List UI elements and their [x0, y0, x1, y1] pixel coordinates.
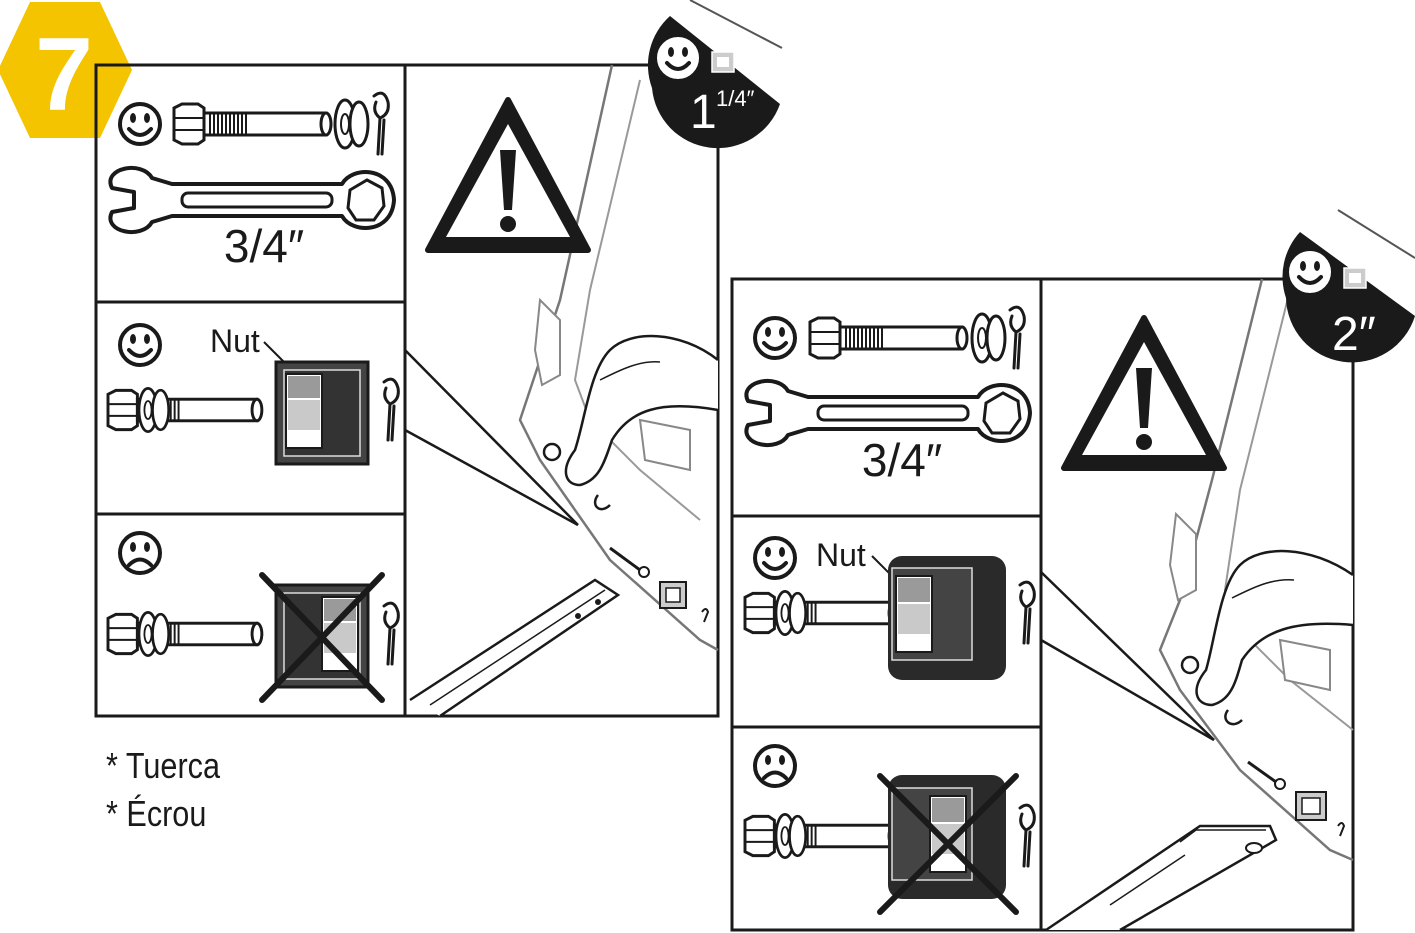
pin-clip-icon: [1008, 305, 1026, 370]
vehicle-installation-scene: [1040, 278, 1354, 932]
happy-face-icon: [753, 536, 797, 580]
size-prefix: 1: [690, 86, 717, 139]
nut-label: Nut: [210, 323, 260, 359]
happy-face-icon: [1288, 250, 1332, 294]
translation-tuerca: * Tuerca: [106, 745, 220, 786]
cross-out-icon: [877, 773, 1019, 915]
sad-face-icon: [118, 531, 162, 575]
washer-icon: [333, 98, 370, 150]
translation-ecrou: * Écrou: [106, 793, 207, 834]
bolt-icon: [172, 102, 333, 146]
pin-clip-icon: [372, 91, 390, 156]
bolt-with-washers-icon: [106, 612, 264, 656]
cross-out-icon: [259, 572, 385, 703]
hitch-receiver-nut-correct: [274, 360, 370, 466]
step-badge: 7: [0, 2, 132, 138]
panel-2: 3/4″ Nut: [730, 209, 1415, 932]
warning-icon: [428, 100, 588, 250]
size-badge: 2″: [1282, 209, 1415, 363]
washer-icon: [970, 312, 1007, 364]
sad-face-icon: [753, 744, 797, 788]
bolt-with-washers-icon: [743, 591, 901, 635]
step-number: 7: [35, 17, 93, 133]
happy-face-icon: [656, 36, 700, 80]
bolt-with-washers-icon: [106, 388, 264, 432]
hitch-receiver-nut-correct: [888, 556, 1006, 680]
size-badge: 1 1/4″: [647, 0, 783, 149]
vehicle-installation-scene: [404, 64, 719, 718]
happy-face-icon: [118, 323, 162, 367]
nut-label: Nut: [816, 537, 866, 573]
size-label: 2″: [1332, 308, 1376, 361]
happy-face-icon: [118, 102, 162, 146]
panel-1-1-4: 3/4″ Nut: [94, 0, 783, 718]
bolt-icon: [808, 316, 969, 360]
warning-icon: [1064, 318, 1224, 468]
bolt-with-washers-icon: [743, 814, 901, 858]
wrench-size-label: 3/4″: [224, 220, 304, 272]
happy-face-icon: [753, 316, 797, 360]
size-fraction: 1/4″: [716, 86, 755, 111]
wrench-size-label: 3/4″: [862, 434, 942, 486]
